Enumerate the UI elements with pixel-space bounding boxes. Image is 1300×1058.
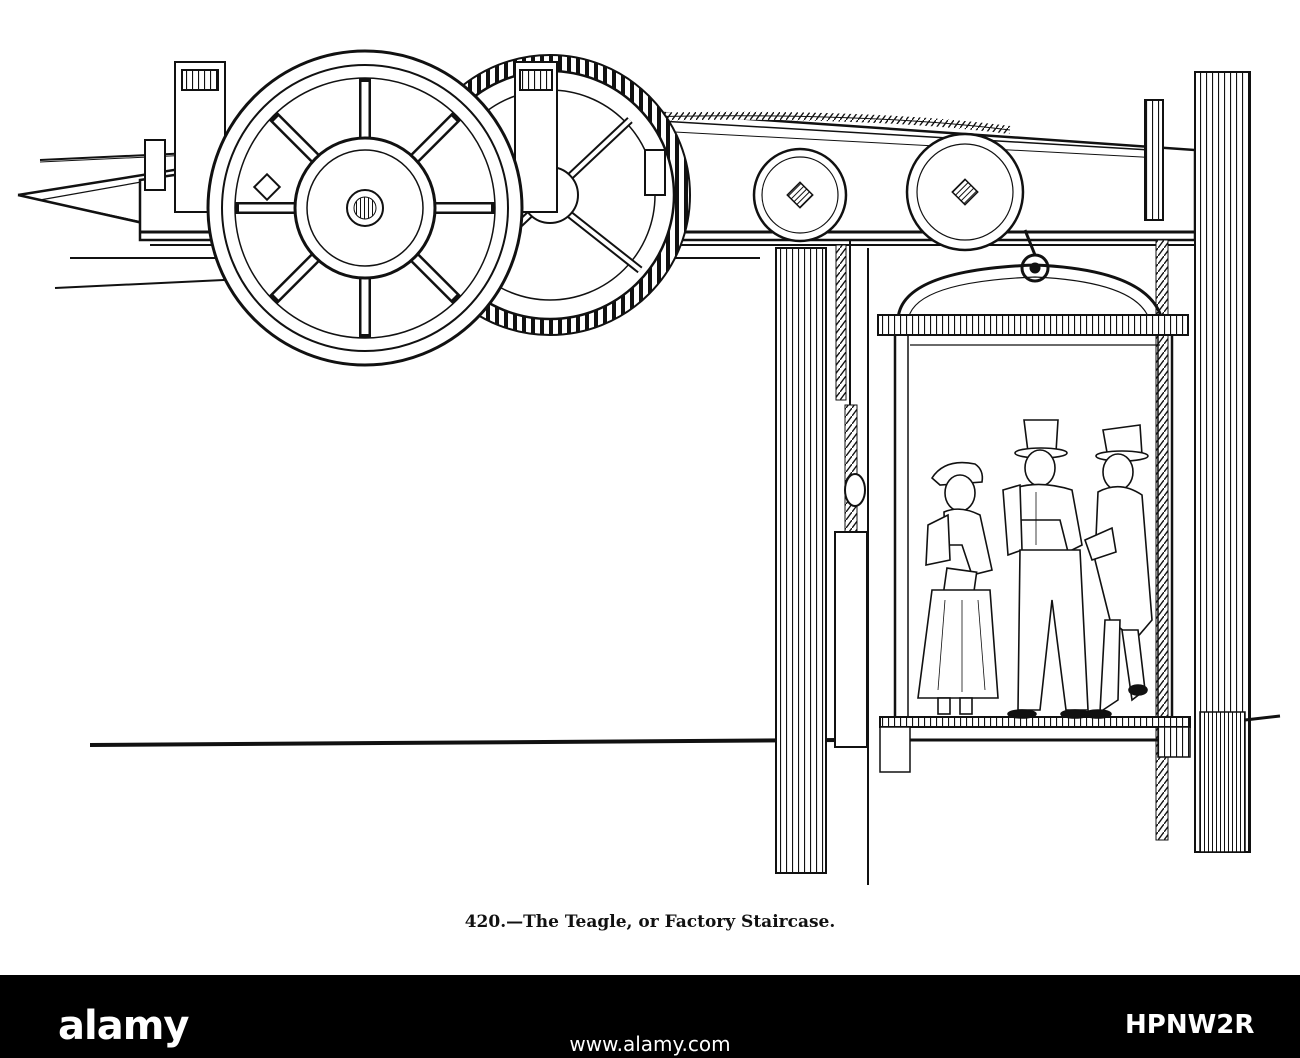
shaft-wall-left — [775, 247, 869, 885]
hoist-ropes — [835, 239, 1169, 841]
stock-url-label: www.alamy.com — [569, 1032, 731, 1056]
idler-pulley-right — [905, 132, 1025, 252]
drive-pulley-wheel — [206, 49, 524, 367]
counterweight — [834, 240, 868, 748]
stock-watermark-banner — [0, 975, 1300, 1058]
teagle-cage — [877, 263, 1191, 773]
stock-logo: alamy — [58, 1003, 189, 1049]
passenger-woman — [917, 461, 999, 715]
passenger-man-right — [1084, 424, 1153, 719]
idler-pulley-left — [752, 147, 848, 243]
passenger-man-center — [1002, 419, 1090, 719]
figure-caption: 420.—The Teagle, or Factory Staircase. — [464, 912, 836, 932]
image-id-label: HPNW2R — [1125, 1010, 1255, 1040]
suspension-hook — [1020, 229, 1050, 283]
shaft-wall-right — [1194, 71, 1281, 853]
